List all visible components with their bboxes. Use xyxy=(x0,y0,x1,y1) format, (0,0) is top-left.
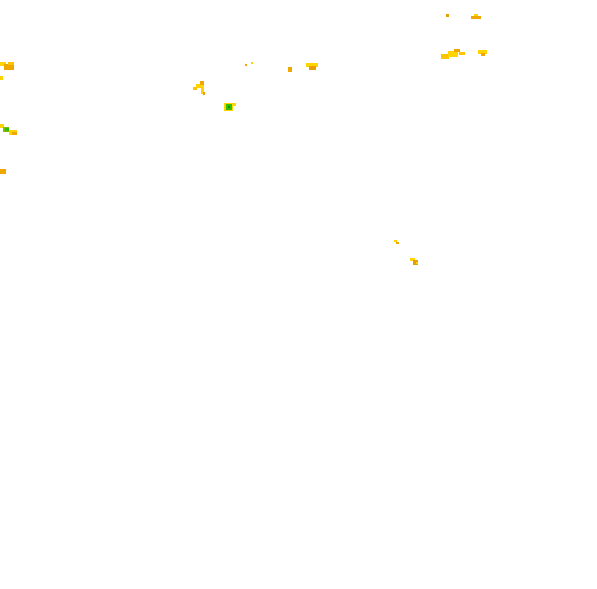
heat-patch xyxy=(478,50,487,54)
heat-patch xyxy=(474,14,478,16)
heat-patch xyxy=(8,62,14,65)
heat-patch xyxy=(448,51,458,57)
heat-patch xyxy=(481,53,485,56)
heat-patch xyxy=(0,124,4,128)
heat-patch xyxy=(0,62,6,66)
heat-patch xyxy=(196,84,204,88)
heat-patch xyxy=(454,49,460,52)
heat-patch xyxy=(201,88,204,94)
heat-patch xyxy=(228,106,230,108)
heat-patch xyxy=(12,132,17,135)
heat-patch xyxy=(410,258,415,261)
heat-patch xyxy=(251,62,253,64)
heat-patch xyxy=(394,240,397,242)
heat-patch xyxy=(306,63,318,67)
heat-patch xyxy=(233,103,236,106)
heat-patch xyxy=(200,81,204,85)
heat-patch xyxy=(193,87,197,90)
heat-patch xyxy=(471,16,481,19)
heat-patch xyxy=(0,169,6,174)
heat-patch xyxy=(288,67,292,72)
heat-patch xyxy=(459,52,465,55)
heat-patch xyxy=(441,54,449,59)
heat-patch xyxy=(5,128,9,131)
heat-patch xyxy=(245,64,247,66)
heat-patch xyxy=(446,14,449,17)
heat-patch xyxy=(416,262,418,264)
heat-patch xyxy=(396,242,399,244)
heat-patch xyxy=(4,64,14,70)
heat-patch xyxy=(309,66,316,70)
heat-patch xyxy=(0,76,3,80)
heat-patch xyxy=(413,260,418,265)
heat-patch xyxy=(203,92,205,95)
